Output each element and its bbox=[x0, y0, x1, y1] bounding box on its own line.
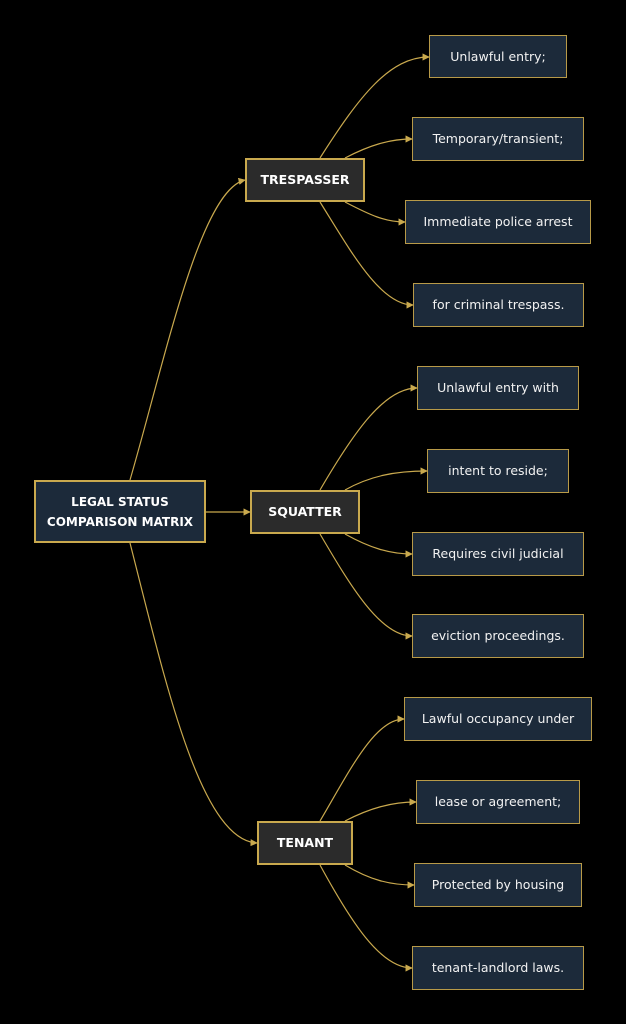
edge-squatter-item-4 bbox=[319, 533, 413, 640]
trespasser-item-4: for criminal trespass. bbox=[413, 283, 584, 327]
root-title-line-2: COMPARISON MATRIX bbox=[46, 514, 194, 529]
squatter-item-3: Requires civil judicial bbox=[412, 532, 584, 576]
edge-tenant-item-2 bbox=[344, 798, 417, 822]
trespasser-item-2: Temporary/transient; bbox=[412, 117, 584, 161]
edge-tenant-item-4 bbox=[319, 864, 413, 972]
tenant-item-4: tenant-landlord laws. bbox=[412, 946, 584, 990]
category-trespasser: TRESPASSER bbox=[245, 158, 365, 202]
edge-squatter-item-1 bbox=[319, 384, 418, 491]
edge-root-tenant bbox=[129, 542, 258, 847]
tenant-item-3: Protected by housing bbox=[414, 863, 582, 907]
root-title-line-1: LEGAL STATUS bbox=[71, 494, 169, 509]
edge-trespasser-item-2 bbox=[344, 135, 413, 159]
edge-squatter-item-2 bbox=[344, 467, 428, 491]
edge-trespasser-item-3 bbox=[344, 201, 406, 226]
edge-root-trespasser bbox=[129, 177, 246, 481]
tenant-item-2: lease or agreement; bbox=[416, 780, 580, 824]
squatter-item-2: intent to reside; bbox=[427, 449, 569, 493]
edge-trespasser-item-1 bbox=[319, 53, 430, 159]
trespasser-item-3: Immediate police arrest bbox=[405, 200, 591, 244]
edge-squatter-item-3 bbox=[344, 533, 413, 558]
squatter-item-4: eviction proceedings. bbox=[412, 614, 584, 658]
squatter-item-1: Unlawful entry with bbox=[417, 366, 579, 410]
root-node: LEGAL STATUS COMPARISON MATRIX bbox=[34, 480, 206, 543]
trespasser-item-1: Unlawful entry; bbox=[429, 35, 567, 78]
category-tenant: TENANT bbox=[257, 821, 353, 865]
edge-tenant-item-1 bbox=[319, 715, 405, 822]
edge-trespasser-item-4 bbox=[319, 201, 414, 309]
tenant-item-1: Lawful occupancy under bbox=[404, 697, 592, 741]
category-squatter: SQUATTER bbox=[250, 490, 360, 534]
edge-tenant-item-3 bbox=[344, 864, 415, 889]
